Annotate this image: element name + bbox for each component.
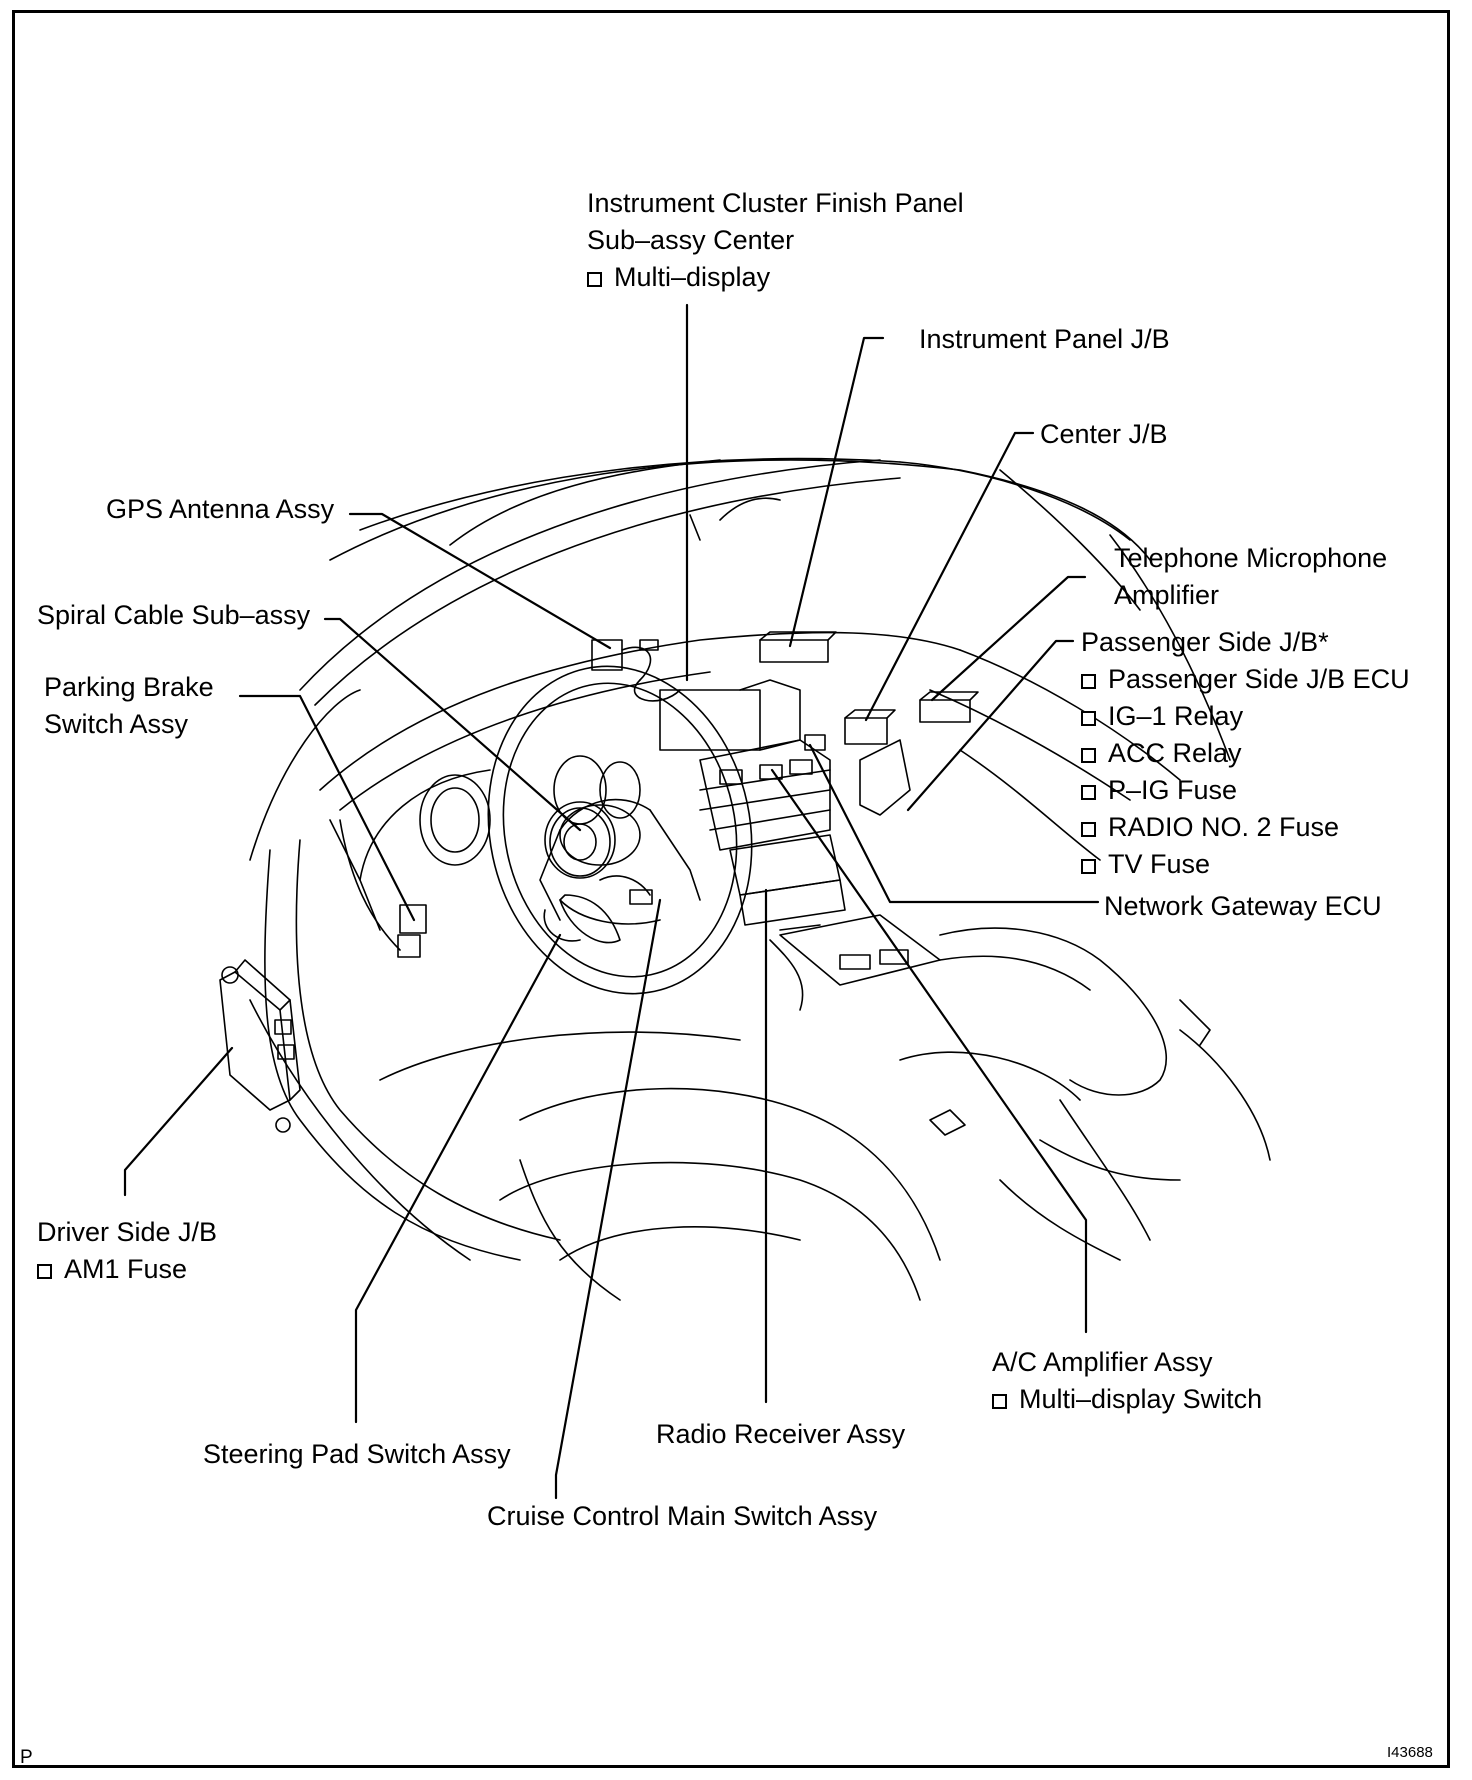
checkbox-icon [1081,674,1096,689]
leader-lines [123,303,1100,1500]
seats [379,1031,1181,1301]
instrument-panel-jb-label: Instrument Panel J/B [919,324,1170,354]
instrument-cluster-line2: Sub–assy Center [587,225,795,255]
passenger-jb-title: Passenger Side J/B* [1081,627,1329,657]
parking-brake-line1: Parking Brake [44,672,214,702]
figure-id-label: I43688 [1387,1744,1433,1761]
gps-antenna-label: GPS Antenna Assy [106,494,335,524]
passenger-jb-label: Passenger Side J/B* Passenger Side J/B E… [1081,624,1410,883]
center-jb-label: Center J/B [1040,419,1168,449]
radio-receiver-label: Radio Receiver Assy [656,1419,906,1449]
checkbox-icon [1081,822,1096,837]
parking-brake-line2: Switch Assy [44,709,189,739]
steering-wheel [487,665,753,995]
instrument-cluster-label: Instrument Cluster Finish Panel Sub–assy… [587,185,964,296]
parking-brake-label: Parking Brake Switch Assy [44,669,214,743]
telephone-mic-line1: Telephone Microphone [1114,543,1388,573]
center-console [779,914,1271,1161]
driver-jb-item: AM1 Fuse [37,1251,217,1288]
passenger-jb-item: TV Fuse [1081,846,1410,883]
network-gateway-label: Network Gateway ECU [1104,891,1382,921]
checkbox-icon [1081,711,1096,726]
driver-jb-label: Driver Side J/B AM1 Fuse [37,1214,217,1288]
checkbox-icon [1081,785,1096,800]
passenger-jb-item: Passenger Side J/B ECU [1081,661,1410,698]
checkbox-icon [992,1394,1007,1409]
diagram-frame [12,10,1450,1768]
spiral-cable-part [543,807,653,944]
dashboard-top [319,631,1181,861]
ac-amplifier-label: A/C Amplifier Assy Multi–display Switch [992,1344,1262,1418]
checkbox-icon [1081,859,1096,874]
passenger-jb-item: IG–1 Relay [1081,698,1410,735]
steering-pad-label: Steering Pad Switch Assy [203,1439,511,1469]
passenger-jb-item: P–IG Fuse [1081,772,1410,809]
telephone-mic-label: Telephone Microphone Amplifier [1114,540,1387,614]
ac-amplifier-title: A/C Amplifier Assy [992,1347,1213,1377]
telephone-mic-line2: Amplifier [1114,580,1220,610]
parking-brake-part [397,904,427,958]
instrument-cluster-line1: Instrument Cluster Finish Panel [587,188,964,218]
checkbox-icon [1081,748,1096,763]
ac-amplifier-item: Multi–display Switch [992,1381,1262,1418]
passenger-jb-item: RADIO NO. 2 Fuse [1081,809,1410,846]
passenger-dash [759,631,979,816]
center-stack [659,679,846,1011]
driver-jb-title: Driver Side J/B [37,1217,218,1247]
windshield-outline [249,457,1231,861]
driver-jb-part [219,959,301,1133]
passenger-jb-item: ACC Relay [1081,735,1410,772]
a-pillar [249,839,561,1261]
gps-antenna-part [591,639,681,702]
corner-left-label: P [20,1747,33,1768]
instrument-cluster-item: Multi–display [587,259,964,296]
spiral-cable-label: Spiral Cable Sub–assy [37,600,311,630]
cruise-control-label: Cruise Control Main Switch Assy [487,1501,878,1531]
checkbox-icon [37,1264,52,1279]
checkbox-icon [587,272,602,287]
